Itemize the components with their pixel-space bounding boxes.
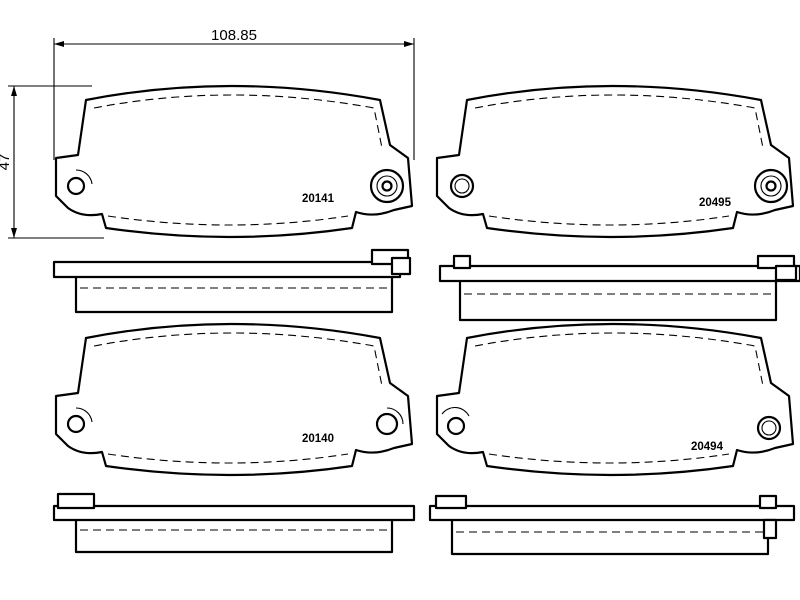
height-dimension: 47 bbox=[0, 85, 104, 239]
width-dimension-label: 108.85 bbox=[211, 27, 257, 44]
part-number-label: 20140 bbox=[302, 433, 334, 445]
part-number-label: 20141 bbox=[302, 193, 335, 205]
brake-pad-20140-side-view bbox=[52, 492, 416, 554]
brake-pad-20141: 20141 bbox=[54, 84, 414, 239]
part-number-label: 20494 bbox=[691, 441, 724, 453]
brake-pad-20495-side-view bbox=[438, 254, 800, 322]
height-dimension-label: 47 bbox=[0, 154, 13, 171]
part-number-label: 20495 bbox=[699, 197, 732, 209]
brake-pad-20494: 20494 bbox=[435, 322, 795, 477]
brake-pad-20495: 20495 bbox=[435, 84, 795, 239]
brake-pad-20494-side-view bbox=[428, 494, 796, 556]
width-dimension: 108.85 bbox=[53, 27, 415, 160]
brake-pad-20141-side-view bbox=[52, 248, 412, 314]
brake-pad-20140: 20140 bbox=[54, 322, 414, 477]
